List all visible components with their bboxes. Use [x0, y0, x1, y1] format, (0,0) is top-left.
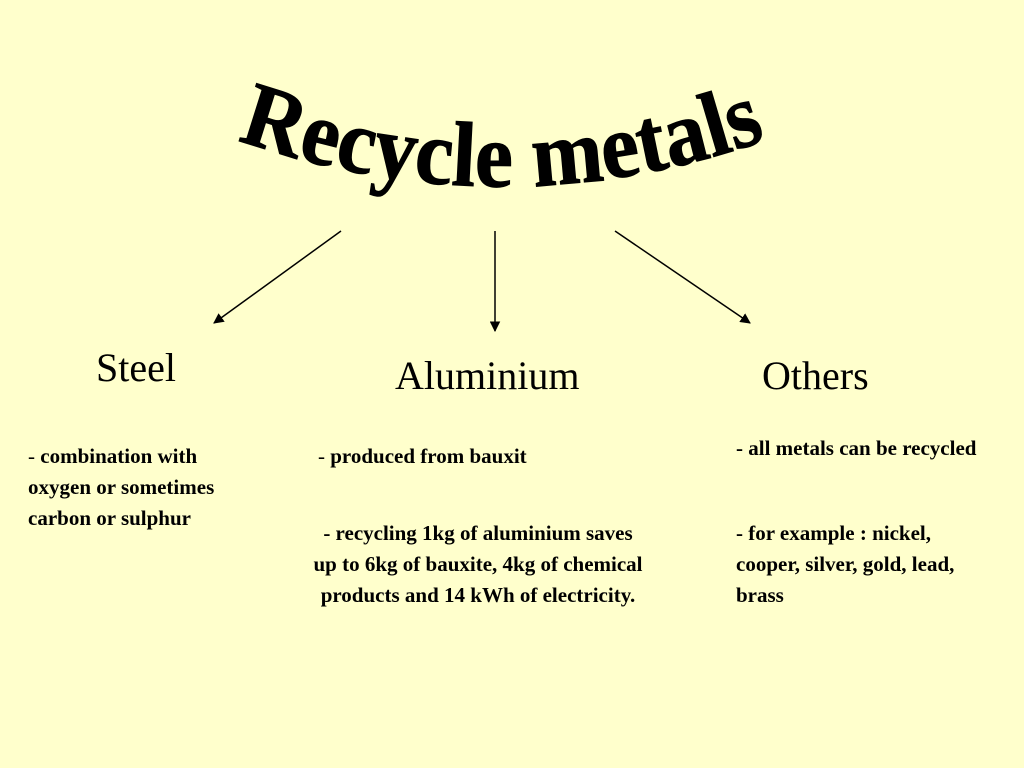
aluminium-note-source-text: produced from bauxit — [330, 444, 527, 468]
steel-note-text: combination with oxygen or sometimes car… — [28, 444, 215, 530]
aluminium-note-savings: - recycling 1kg of aluminium saves up to… — [313, 521, 643, 607]
arrow-to-steel — [213, 230, 342, 324]
aluminium-note-source: - produced from bauxit — [318, 441, 638, 472]
bullet-dash: - — [318, 444, 331, 468]
others-note-examples: - for example : nickel, cooper, silver, … — [736, 521, 955, 607]
title-wordart: Recycle metals — [0, 0, 1024, 230]
heading-aluminium: Aluminium — [395, 353, 580, 398]
page-title: Recycle metals — [231, 62, 773, 206]
bullet-dash: - — [28, 444, 41, 468]
heading-others: Others — [762, 353, 869, 398]
others-note-all-metals: - all metals can be recycled — [736, 436, 977, 460]
arrow-to-others — [614, 230, 751, 324]
steel-note: - combination with oxygen or sometimes c… — [28, 441, 248, 534]
heading-steel: Steel — [96, 345, 176, 390]
